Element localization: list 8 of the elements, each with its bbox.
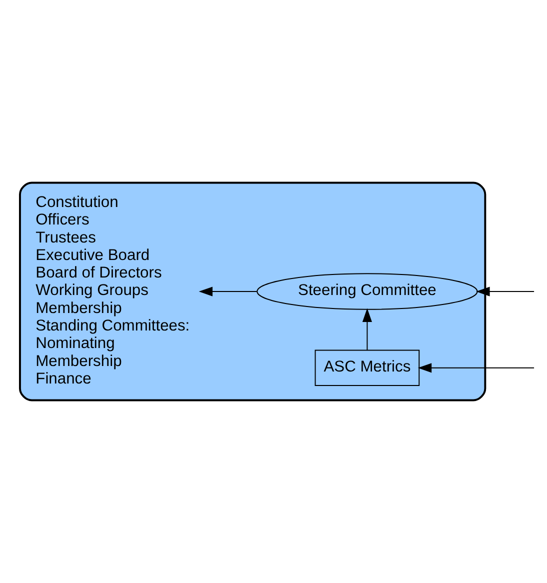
arrow	[418, 363, 535, 373]
node-ellipse: Steering Committee	[256, 273, 478, 310]
node-box: ASC Metrics	[314, 350, 420, 386]
cluster	[19, 182, 486, 402]
node-text: Constitution Officers Trustees Executive Board Board of Directors Working Groups Membership Standing Committees: Nominating Membership Finance	[36, 194, 190, 388]
arrow	[362, 308, 372, 350]
arrow	[476, 286, 535, 296]
arrow	[198, 286, 258, 296]
